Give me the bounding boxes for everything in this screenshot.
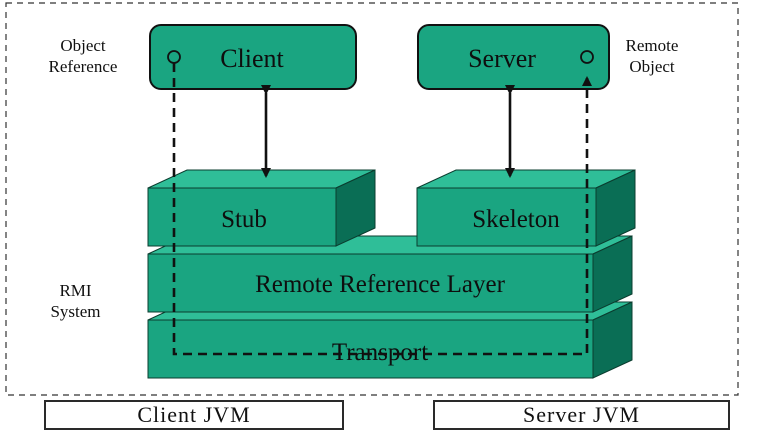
skeleton-front-face xyxy=(416,187,597,247)
client-box: Client xyxy=(149,24,357,90)
rmi-system-label: RMI System xyxy=(28,280,123,322)
transport-layer: Transport xyxy=(147,301,633,379)
object-reference-label-line-1: Object xyxy=(60,36,106,55)
stub-label: Stub xyxy=(221,206,267,233)
server-label: Server xyxy=(468,44,536,73)
remote-object-label-line-2: Object xyxy=(629,57,675,76)
skeleton-block: Skeleton xyxy=(416,169,636,247)
object-reference-label-line-2: Reference xyxy=(48,57,118,76)
client-box-shape xyxy=(149,24,357,90)
remote-object-marker-icon xyxy=(580,50,594,64)
stub-front-face xyxy=(147,187,337,247)
object-reference-label: Object Reference xyxy=(28,35,138,77)
transport-front-face xyxy=(147,319,594,379)
remote-reference-layer: Remote Reference Layer xyxy=(147,235,633,313)
rmi-call-path xyxy=(172,63,592,356)
remote-reference-layer-label: Remote Reference Layer xyxy=(255,271,506,298)
remote-object-label: Remote Object xyxy=(612,35,692,77)
server-jvm-box: Server JVM xyxy=(433,400,730,430)
stub-block: Stub xyxy=(147,169,376,247)
client-label: Client xyxy=(220,44,284,73)
rmi-system-label-line-1: RMI xyxy=(59,281,92,300)
rrl-front-face xyxy=(147,253,594,313)
server-box: Server xyxy=(417,24,610,90)
client-jvm-label: Client JVM xyxy=(137,402,251,427)
remote-object-label-line-1: Remote xyxy=(625,36,679,55)
client-jvm-box: Client JVM xyxy=(44,400,344,430)
server-jvm-label: Server JVM xyxy=(523,402,640,427)
jvm-container-border xyxy=(5,2,739,396)
skeleton-label: Skeleton xyxy=(472,206,560,233)
rmi-system-label-line-2: System xyxy=(50,302,101,321)
transport-label: Transport xyxy=(332,339,428,366)
